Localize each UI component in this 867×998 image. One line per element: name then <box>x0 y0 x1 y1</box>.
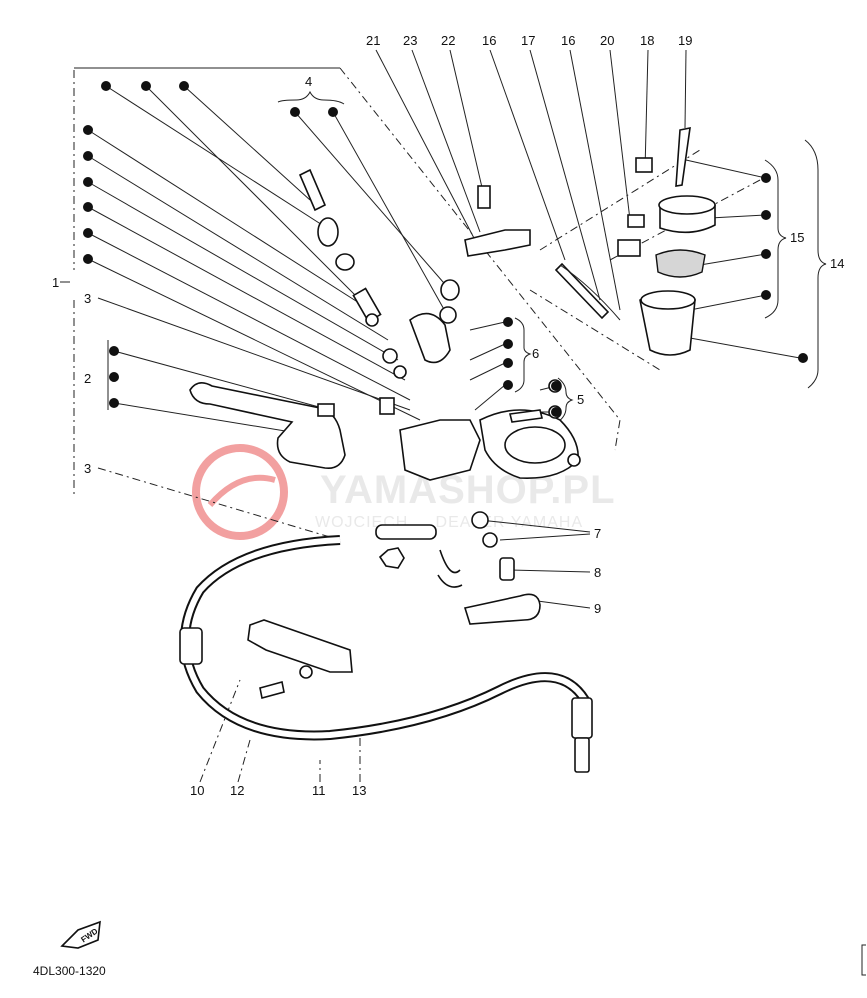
banjo-bolt <box>463 593 541 625</box>
watermark-logo <box>192 444 288 540</box>
callout-13: 13 <box>352 783 366 798</box>
leader-lines <box>87 49 801 783</box>
watermark-brand: YAMASHOP.PL <box>320 468 616 512</box>
fwd-arrow-icon <box>60 920 101 949</box>
callout-18: 18 <box>640 33 654 48</box>
watermark-logo-swoosh <box>207 474 276 507</box>
callout-6: 6 <box>532 346 539 361</box>
page-edge-mark <box>861 944 866 976</box>
callout-7: 7 <box>594 526 601 541</box>
diagram-code: 4DL300-1320 <box>33 964 106 978</box>
callout-3b: 3 <box>84 461 91 476</box>
callout-numbers: 21 23 22 16 17 16 20 18 19 1 2 3 3 4 5 6… <box>52 33 844 798</box>
callout-22: 22 <box>441 33 455 48</box>
callout-4: 4 <box>305 74 312 89</box>
bracket-lines <box>60 67 827 495</box>
callout-20: 20 <box>600 33 614 48</box>
callout-15: 15 <box>790 230 804 245</box>
callout-21: 21 <box>366 33 380 48</box>
hose-guide-bracket <box>247 619 353 673</box>
callout-3a: 3 <box>84 291 91 306</box>
callout-17: 17 <box>521 33 535 48</box>
reservoir-diaphragm <box>655 249 706 278</box>
callout-16b: 16 <box>561 33 575 48</box>
brake-hose <box>180 535 590 741</box>
callout-2: 2 <box>84 371 91 386</box>
callout-14: 14 <box>830 256 844 271</box>
callout-5: 5 <box>577 392 584 407</box>
master-cylinder-body <box>399 419 481 481</box>
callout-16a: 16 <box>482 33 496 48</box>
reservoir-bracket <box>464 229 531 257</box>
parts <box>60 126 716 949</box>
brake-lever <box>189 382 346 470</box>
callout-dots <box>83 81 808 417</box>
watermark-subtitle: WOJCIECH ... DEALER YAMAHA <box>315 514 583 531</box>
callout-19: 19 <box>678 33 692 48</box>
callout-8: 8 <box>594 565 601 580</box>
callout-9: 9 <box>594 601 601 616</box>
brake-hose-union <box>375 524 437 540</box>
callout-10: 10 <box>190 783 204 798</box>
callout-23: 23 <box>403 33 417 48</box>
callout-1: 1 <box>52 275 59 290</box>
callout-11: 11 <box>312 783 326 798</box>
callout-12: 12 <box>230 783 244 798</box>
